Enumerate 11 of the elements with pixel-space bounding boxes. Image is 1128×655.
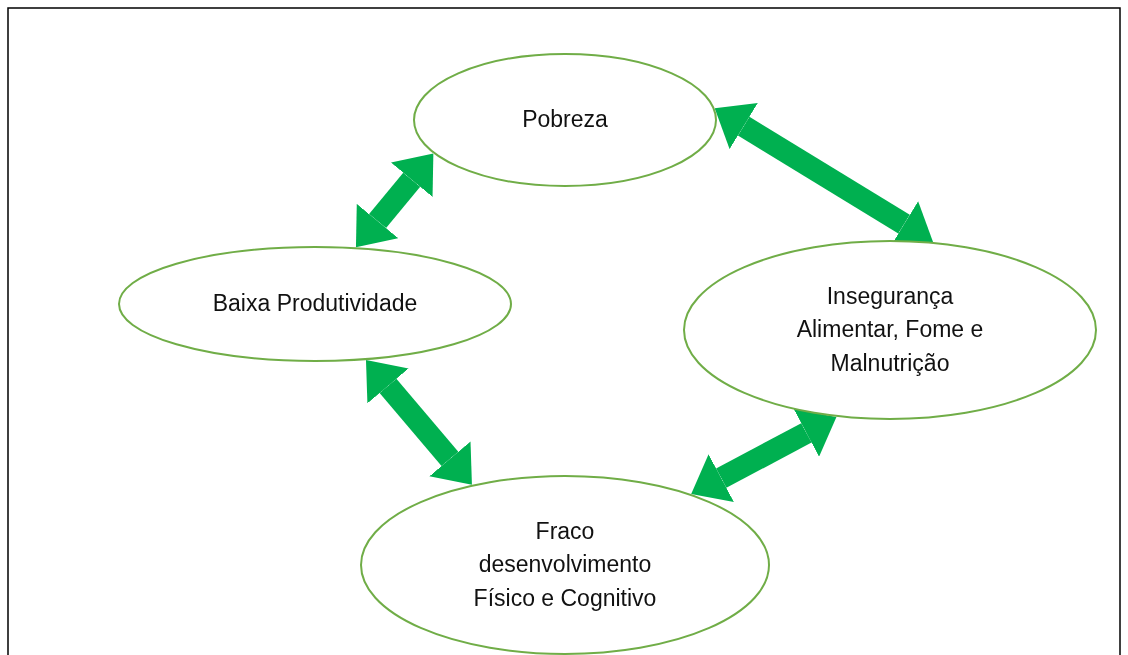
double-arrow	[355, 153, 434, 248]
ellipse-node	[683, 240, 1097, 420]
node-label: Insegurança Alimentar, Fome e Malnutrição	[795, 282, 985, 378]
ellipse-node	[118, 246, 512, 362]
node-label: Baixa Produtividade	[212, 289, 418, 319]
double-arrow	[691, 409, 837, 502]
double-arrow	[366, 360, 472, 485]
ellipse-node	[360, 475, 770, 655]
node-label: Pobreza	[522, 105, 608, 135]
node-label: Fraco desenvolvimento Físico e Cognitivo	[472, 517, 658, 613]
ellipse-node	[413, 53, 717, 187]
